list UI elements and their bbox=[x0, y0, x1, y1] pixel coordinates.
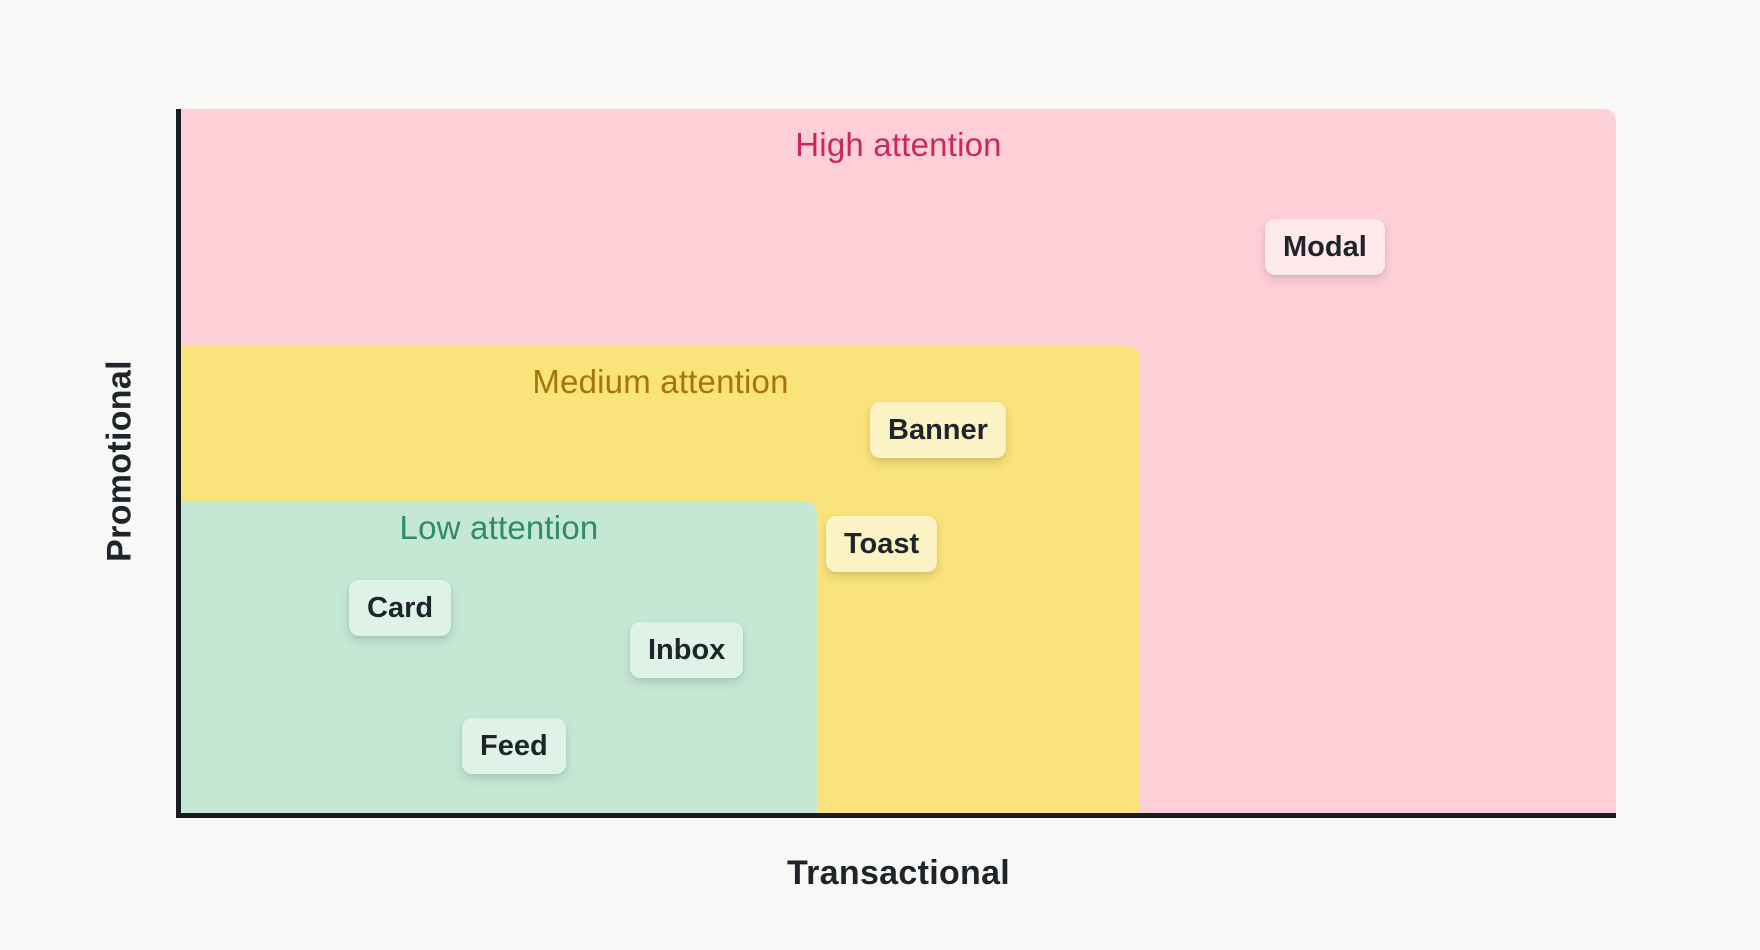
x-axis-line bbox=[176, 813, 1616, 818]
chip-inbox: Inbox bbox=[630, 622, 744, 678]
chip-modal: Modal bbox=[1265, 219, 1385, 275]
y-axis-line bbox=[176, 109, 181, 818]
chip-card: Card bbox=[349, 580, 452, 636]
x-axis-label: Transactional bbox=[786, 854, 1011, 892]
chip-feed: Feed bbox=[462, 718, 566, 774]
region-low-attention-label: Low attention bbox=[399, 509, 599, 546]
chip-toast: Toast bbox=[826, 516, 938, 572]
chip-banner: Banner bbox=[870, 402, 1006, 458]
y-axis-label: Promotional bbox=[100, 360, 139, 562]
region-medium-attention-label: Medium attention bbox=[532, 363, 789, 400]
region-high-attention-label: High attention bbox=[795, 126, 1002, 163]
